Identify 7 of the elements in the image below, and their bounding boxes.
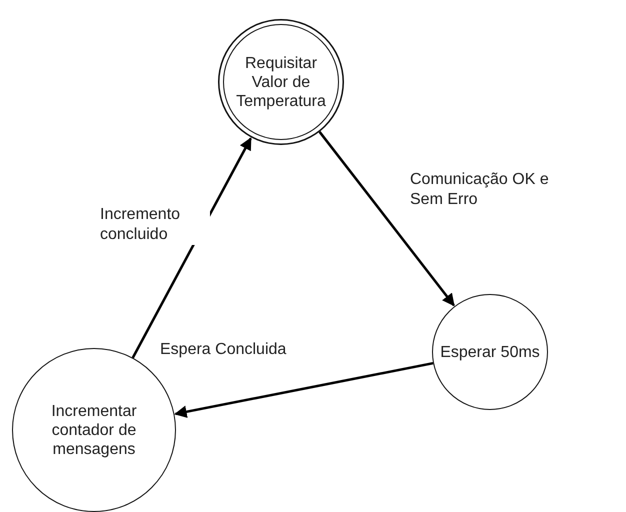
edge-label: Incremento concluido xyxy=(100,205,210,245)
arrow xyxy=(174,362,434,418)
state-label: Incrementar contador de mensagens xyxy=(50,402,138,458)
edge-label: Espera Concluida xyxy=(160,340,286,360)
arrow xyxy=(318,131,455,306)
state-label: Esperar 50ms xyxy=(440,342,540,362)
state-label: Requisitar Valor de Temperatura xyxy=(235,54,327,110)
